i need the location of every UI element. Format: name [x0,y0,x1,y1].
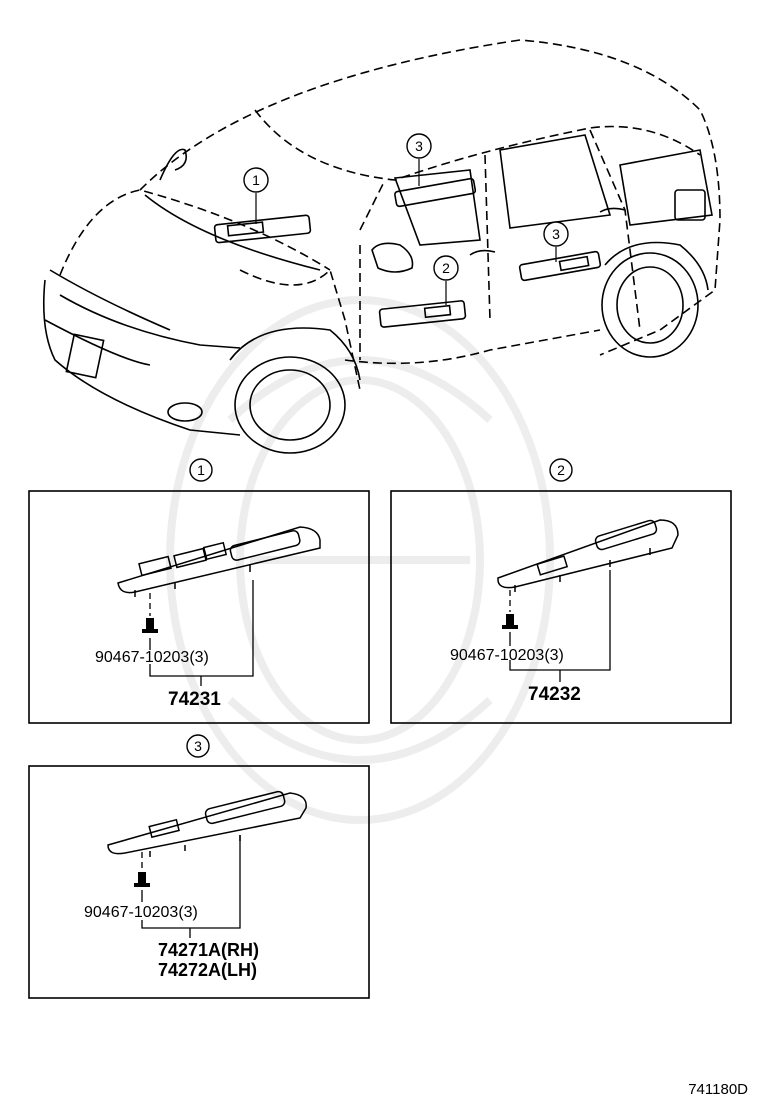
svg-text:3: 3 [552,226,560,242]
svg-text:3: 3 [415,138,423,154]
bolt-part-number-panel-2: 90467-10203(3) [450,647,564,664]
switch-base-74232-drawing [497,519,679,592]
switch-base-74231-drawing [117,526,321,597]
car-callout-leaders [255,159,557,305]
callout-3-car-front: 3 [406,133,432,159]
callout-3-panel-header: 3 [186,734,210,758]
panel-1-frame [28,490,370,724]
svg-text:1: 1 [197,462,205,478]
figure-code: 741180D [688,1081,748,1098]
callout-1-panel-header: 1 [189,458,213,482]
part-number-74231: 74231 [168,689,221,710]
panel-2-leaders [509,570,611,682]
bolt-part-number-panel-3: 90467-10203(3) [84,904,198,921]
svg-text:1: 1 [252,172,260,188]
switch-base-74271A-drawing [107,790,307,857]
callout-2-panel-header: 2 [549,458,573,482]
panel-2-frame [390,490,732,724]
callout-2-car: 2 [433,255,459,281]
panel-1-leaders [149,580,254,686]
svg-text:2: 2 [442,260,450,276]
part-number-74272A-lh: 74272A(LH) [158,960,257,980]
callout-1-car: 1 [243,167,269,193]
part-number-74271A-rh: 74271A(RH) [158,940,259,960]
svg-text:2: 2 [557,462,565,478]
vehicle-drawing [42,39,721,454]
clip-icon-panel-1 [142,618,158,633]
panel-3-frame [28,765,370,999]
clip-icon-panel-2 [502,614,518,629]
clip-icon-panel-3 [134,872,150,887]
bolt-part-number-panel-1: 90467-10203(3) [95,649,209,666]
callout-3-car-rear: 3 [543,221,569,247]
part-number-74232: 74232 [528,684,581,705]
panel-3-leaders [141,835,241,938]
svg-text:3: 3 [194,738,202,754]
